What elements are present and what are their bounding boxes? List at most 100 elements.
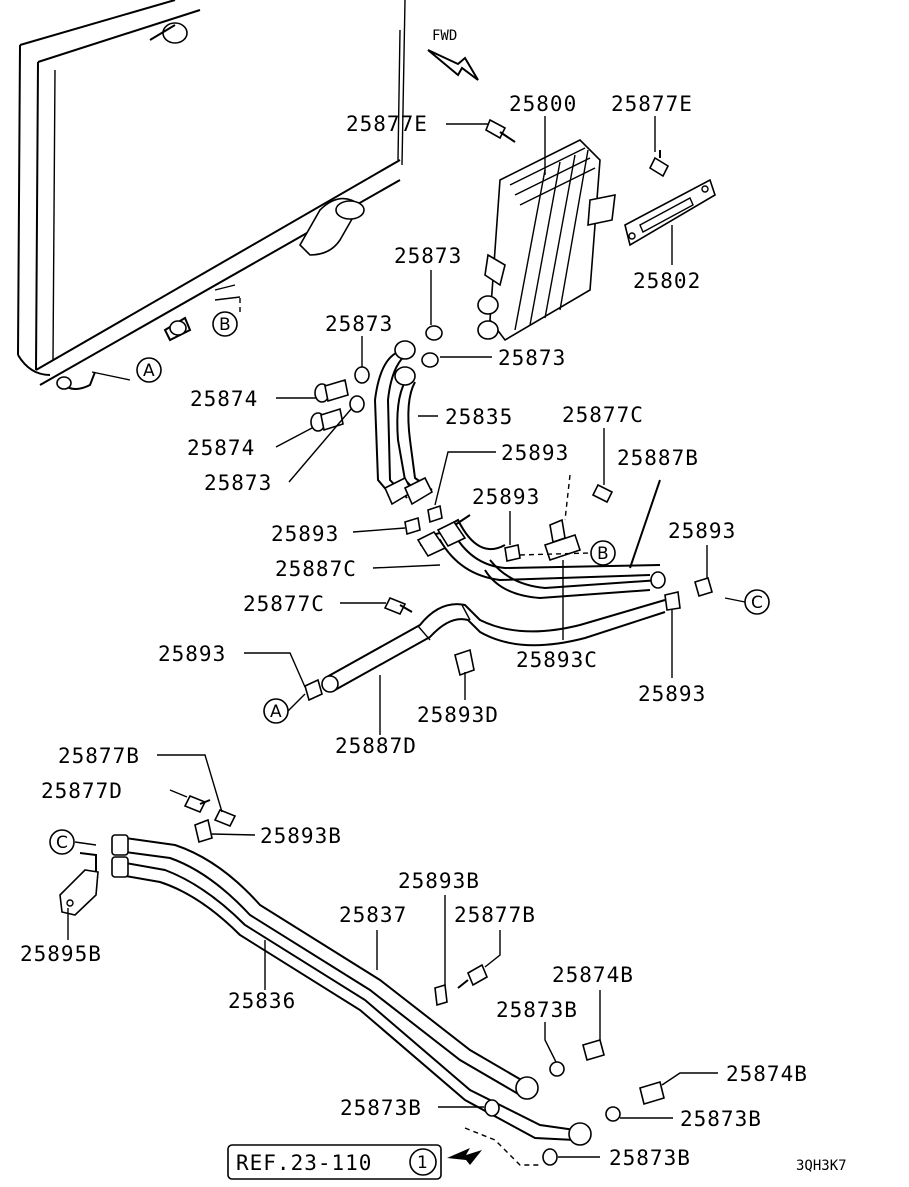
label-25893-a: 25893 (501, 441, 569, 465)
clamp-25893-left (304, 678, 323, 702)
washer-25873-top (425, 325, 443, 341)
fwd-label: FWD (432, 28, 457, 44)
label-25877B-a: 25877B (58, 744, 140, 768)
svg-text:C: C (56, 833, 68, 853)
label-25895B: 25895B (20, 942, 102, 966)
label-25893-right: 25893 (668, 519, 736, 543)
label-25873-lower: 25873 (204, 471, 272, 495)
washer-25873B-a (549, 1061, 565, 1077)
washer-25873-left (354, 366, 370, 384)
label-25887C: 25887C (275, 557, 357, 581)
label-25873-top: 25873 (394, 244, 462, 268)
forward-arrow: FWD (427, 28, 479, 81)
bolt-25874-b (310, 407, 344, 432)
figure-code: 3QH3K7 (796, 1158, 847, 1174)
washer-25873B-c (484, 1099, 500, 1117)
callout-b-middle: B (590, 540, 616, 566)
label-25893-b: 25893 (472, 485, 540, 509)
label-25893B-b: 25893B (398, 869, 480, 893)
clamp-25893D (454, 648, 475, 677)
callout-c-middle: C (744, 589, 770, 615)
label-25893-lowright: 25893 (638, 682, 706, 706)
label-25877D: 25877D (41, 779, 123, 803)
bolt-25877E-left (484, 118, 516, 143)
label-25800: 25800 (509, 92, 577, 116)
hose-25887C (416, 514, 661, 600)
svg-text:A: A (270, 702, 282, 722)
tube-25836 (111, 834, 592, 1146)
bracket-25802 (624, 178, 716, 247)
label-25893B-a: 25893B (260, 824, 342, 848)
radiator (17, 0, 406, 390)
callout-b-upper: B (212, 311, 238, 337)
clamp-25893-b (504, 544, 521, 562)
label-25873B-a: 25873B (496, 998, 578, 1022)
oil-cooler (477, 139, 616, 342)
label-25893-left: 25893 (158, 642, 226, 666)
label-25877B-b: 25877B (454, 903, 536, 927)
label-25877E-right: 25877E (611, 92, 693, 116)
label-25873-right: 25873 (498, 346, 566, 370)
bolt-25877D (183, 794, 211, 814)
callout-a-middle: A (263, 698, 289, 724)
hose-25887B-leader (629, 479, 661, 569)
hose-25887B-end (650, 571, 666, 589)
label-25873-left: 25873 (325, 312, 393, 336)
label-25877E-left: 25877E (346, 112, 428, 136)
label-25837: 25837 (339, 903, 407, 927)
label-25893C: 25893C (516, 648, 598, 672)
label-25874B-a: 25874B (552, 963, 634, 987)
washer-25873-right (421, 352, 439, 368)
clamp-25893-a (427, 504, 443, 524)
bolt-25877C-mid (383, 596, 413, 616)
label-25887D: 25887D (335, 734, 417, 758)
bolt-25874B-b (639, 1080, 665, 1106)
bolt-25877C-top (564, 474, 614, 521)
label-25874B-b: 25874B (726, 1062, 808, 1086)
reference-box: REF.23-110 1 (227, 1144, 442, 1180)
washer-25873-lower (349, 395, 365, 413)
label-25877C-mid: 25877C (243, 592, 325, 616)
label-25873B-d: 25873B (609, 1146, 691, 1170)
hose-25835 (373, 340, 434, 506)
label-25835: 25835 (445, 405, 513, 429)
label-25873B-b: 25873B (340, 1096, 422, 1120)
clamp-25893B-b (434, 983, 448, 1007)
bolt-25877B-b (457, 963, 489, 989)
callout-a-upper: A (136, 357, 162, 383)
part-labels: 25877E 25800 25877E 25802 25873 25873 25… (20, 92, 808, 1170)
bracket-25895B (59, 852, 99, 916)
label-25887B: 25887B (617, 446, 699, 470)
washer-25873B-d (542, 1148, 558, 1166)
svg-text:A: A (143, 361, 155, 381)
clamp-25893C (543, 518, 582, 562)
svg-text:C: C (751, 593, 763, 613)
label-25874-a: 25874 (190, 387, 258, 411)
clamp-25893-lowright (664, 591, 681, 611)
ref-label: REF.23-110 (236, 1151, 372, 1175)
ref-number: 1 (417, 1153, 428, 1173)
label-25873B-c: 25873B (680, 1107, 762, 1131)
clamp-25893-c (404, 516, 421, 536)
clamp-25893B-a (194, 818, 213, 844)
svg-text:B: B (597, 544, 609, 564)
svg-text:B: B (219, 315, 231, 335)
bolt-25874B-a (582, 1039, 605, 1061)
label-25893D: 25893D (417, 703, 499, 727)
bolt-25874-a (314, 378, 349, 403)
ref-arrow-icon (447, 1148, 482, 1165)
label-25877C-top: 25877C (562, 403, 644, 427)
hose-25887D (321, 599, 666, 693)
leader-lines (67, 116, 718, 1158)
label-25802: 25802 (633, 269, 701, 293)
callout-c-lower: C (49, 829, 75, 855)
label-25836: 25836 (228, 989, 296, 1013)
clamp-25893-right (694, 576, 713, 598)
label-25893-c: 25893 (271, 522, 339, 546)
washer-25873B-b (605, 1106, 621, 1122)
bolt-25877E-right (648, 150, 670, 178)
label-25874-b: 25874 (187, 436, 255, 460)
bolt-25877B-a (213, 808, 237, 828)
